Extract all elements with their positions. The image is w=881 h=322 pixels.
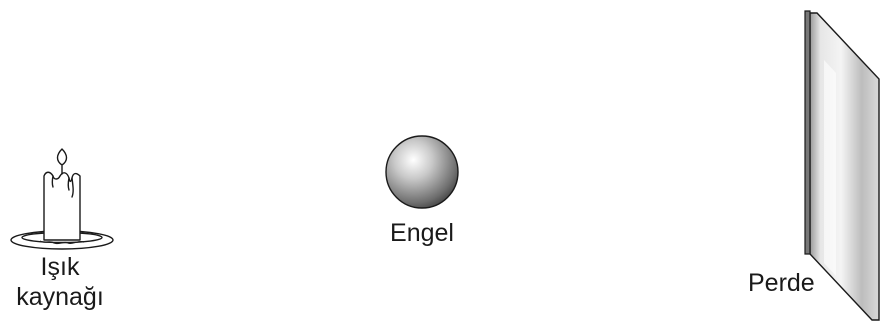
sphere-icon (386, 136, 458, 208)
screen-label: Perde (748, 268, 848, 298)
light-source-label-line1: Işık (20, 252, 100, 282)
flame-icon (58, 149, 67, 165)
light-source-label-line2: kaynağı (0, 282, 120, 312)
obstacle-label: Engel (372, 218, 472, 248)
screen-highlight (824, 60, 836, 276)
screen-edge (805, 11, 810, 254)
candle-body (44, 172, 80, 240)
wax-drip (52, 176, 53, 187)
candle-icon (11, 149, 113, 249)
